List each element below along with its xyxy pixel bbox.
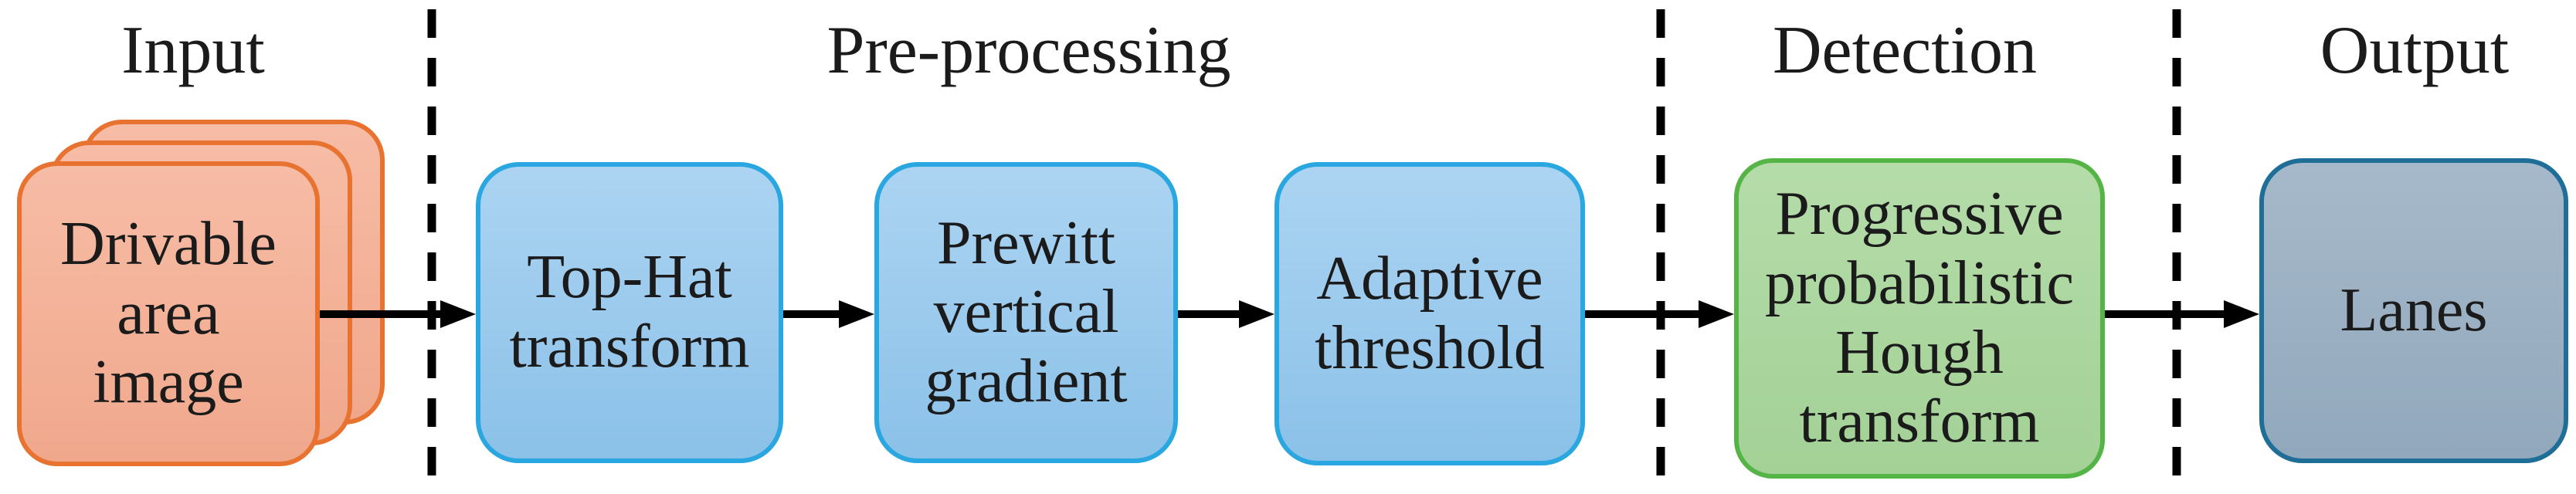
- node-hough-transform-label: Progressive probabilistic Hough transfor…: [1765, 180, 2074, 456]
- node-top-hat-transform: Top-Hat transform: [476, 162, 783, 463]
- node-lanes-label: Lanes: [2340, 276, 2488, 344]
- section-label-detection: Detection: [1772, 13, 2038, 88]
- flow-arrow-adaptive-to-hough: [1585, 300, 1734, 328]
- node-prewitt-vertical-gradient: Prewitt vertical gradient: [874, 162, 1178, 463]
- section-label-input: Input: [121, 13, 265, 88]
- section-label-output: Output: [2320, 13, 2510, 88]
- node-prewitt-vertical-gradient-label: Prewitt vertical gradient: [925, 208, 1128, 415]
- stacked-card-front: Drivable area image: [17, 161, 320, 466]
- section-label-preprocessing: Pre-processing: [826, 13, 1231, 88]
- node-progressive-probabilistic-hough-transform: Progressive probabilistic Hough transfor…: [1734, 158, 2105, 479]
- node-top-hat-transform-label: Top-Hat transform: [509, 243, 750, 381]
- node-adaptive-threshold: Adaptive threshold: [1274, 162, 1585, 465]
- flow-arrow-tophat-to-prewitt: [783, 300, 874, 328]
- node-lanes: Lanes: [2259, 158, 2568, 463]
- node-drivable-area-image-label: Drivable area image: [60, 210, 277, 417]
- flow-arrow-prewitt-to-adaptive: [1178, 300, 1274, 328]
- flow-arrow-hough-to-lanes: [2105, 300, 2259, 328]
- node-adaptive-threshold-label: Adaptive threshold: [1315, 244, 1545, 382]
